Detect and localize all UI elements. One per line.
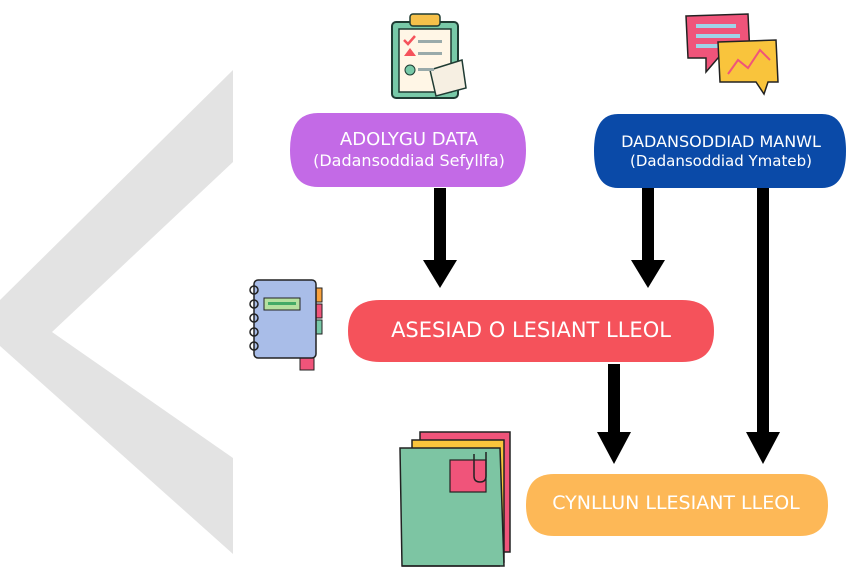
node-adolygu-data: ADOLYGU DATA (Dadansoddiad Sefyllfa) [293,110,525,190]
clipboard-checklist-icon [391,13,467,99]
node-dadansoddiad-subtitle: (Dadansoddiad Ymateb) [630,151,812,170]
node-cynllun-title: CYNLLUN LLESIANT LLEOL [552,492,800,515]
arrow-dadansoddiad-to-cynllun [746,188,780,464]
node-cynllun-llesiant: CYNLLUN LLESIANT LLEOL [526,472,826,536]
folders-icon [399,431,511,567]
node-dadansoddiad-manwl: DADANSODDIAD MANWL (Dadansoddiad Ymateb) [596,113,846,189]
node-shape-dadansoddiad [594,114,846,188]
node-asesiad-lesiant: ASESIAD O LESIANT LLEOL [350,298,712,362]
arrow-dadansoddiad-to-asesiad [631,188,665,288]
node-adolygu-subtitle: (Dadansoddiad Sefyllfa) [313,151,505,171]
node-shape-asesiad [348,300,714,362]
node-asesiad-title: ASESIAD O LESIANT LLEOL [391,317,671,342]
notebook-icon [249,279,323,371]
background-chevron-shape [0,70,233,554]
node-shape-cynllun [526,474,828,536]
node-shape-adolygu [290,113,526,187]
arrow-adolygu-to-asesiad [423,188,457,288]
speech-bubbles-chart-icon [685,13,779,96]
node-dadansoddiad-title: DADANSODDIAD MANWL [621,131,821,151]
arrow-asesiad-to-cynllun [597,364,631,464]
node-adolygu-title: ADOLYGU DATA [339,128,479,150]
